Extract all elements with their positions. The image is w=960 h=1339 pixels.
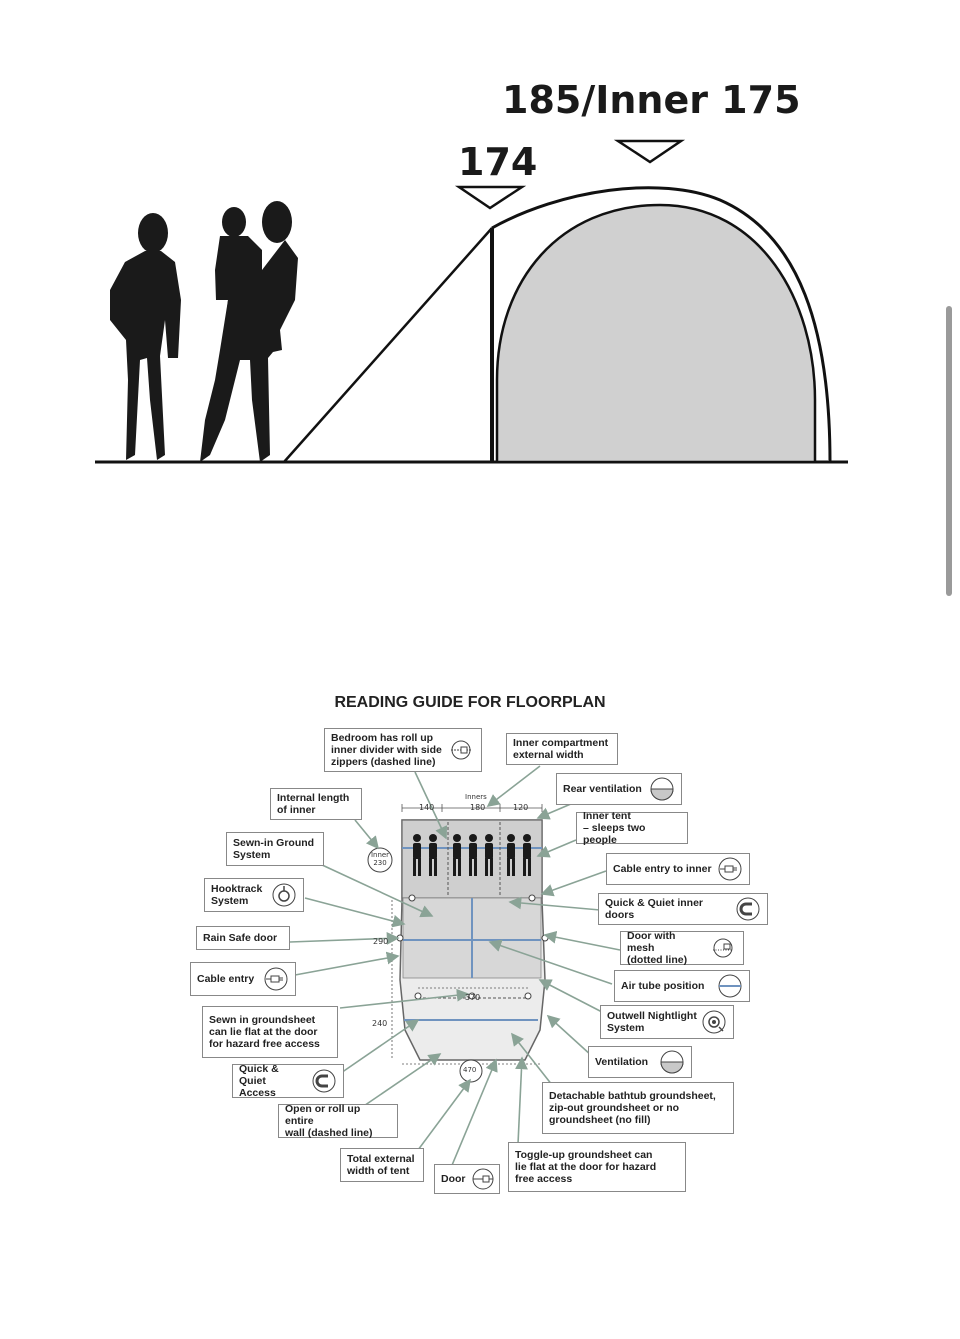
magnet-icon <box>312 1069 336 1093</box>
scrollbar[interactable] <box>946 306 952 596</box>
callout-quiet-inner-doors: Quick & Quiet inner doors <box>598 893 768 925</box>
callout-bathtub-groundsheet: Detachable bathtub groundsheet, zip-out … <box>542 1082 734 1134</box>
callout-text: Detachable bathtub groundsheet, zip-out … <box>549 1090 716 1126</box>
callout-ventilation: Ventilation <box>588 1046 692 1078</box>
air-tube-icon <box>718 974 742 998</box>
callout-inner-width: Inner compartment external width <box>506 733 618 765</box>
dim-length-porch: 240 <box>372 1019 388 1028</box>
callout-sewn-in-ground: Sewn-in Ground System <box>226 832 324 866</box>
dim-inner-length: Inner 230 <box>370 851 390 867</box>
callout-roll-up-wall: Open or roll up entire wall (dashed line… <box>278 1103 398 1139</box>
callout-total-width: Total external width of tent <box>340 1148 424 1182</box>
dim-center-width: 180 <box>470 803 486 812</box>
callout-text: Inner compartment external width <box>513 737 609 761</box>
vent-icon <box>650 777 674 801</box>
dim-inners-label: Inners <box>465 793 487 801</box>
callout-text: Ventilation <box>595 1056 649 1068</box>
nightlight-icon <box>702 1010 726 1034</box>
callout-text: Rain Safe door <box>203 932 278 944</box>
callout-roll-up-divider: Bedroom has roll up inner divider with s… <box>324 728 482 772</box>
dim-left-width: 140 <box>419 803 435 812</box>
callout-hooktrack: Hooktrack System <box>204 878 304 912</box>
callout-internal-length: Internal length of inner <box>270 788 362 820</box>
dim-width-370: 370 <box>465 993 481 1002</box>
callout-text: Door <box>441 1173 466 1185</box>
side-view-diagram <box>95 139 848 464</box>
vent-icon <box>660 1050 684 1074</box>
magnet-icon <box>736 897 760 921</box>
callout-text: Outwell Nightlight System <box>607 1010 697 1034</box>
callout-text: Door with mesh (dotted line) <box>627 930 688 966</box>
callout-inner-tent: Inner tent – sleeps two people <box>576 810 688 846</box>
tent-front-slope <box>283 227 493 463</box>
dim-right-width: 120 <box>513 803 529 812</box>
callout-text: Total external width of tent <box>347 1153 415 1177</box>
dim-total-width: 470 <box>463 1066 477 1074</box>
person-silhouette-adult-child <box>200 201 298 462</box>
callout-air-tube: Air tube position <box>614 970 750 1002</box>
callout-rear-ventilation: Rear ventilation <box>556 773 682 805</box>
callout-text: Toggle-up groundsheet can lie flat at th… <box>515 1149 657 1185</box>
dim-length-front: 290 <box>373 937 389 946</box>
callout-cable-entry-inner: Cable entry to inner <box>606 853 750 885</box>
zipper-icon <box>451 740 471 760</box>
callout-text: Hooktrack System <box>211 883 263 907</box>
callout-text: Cable entry <box>197 973 255 985</box>
front-height-marker <box>454 185 527 210</box>
callout-door-mesh: Door with mesh (dotted line) <box>620 930 744 966</box>
callout-door: Door <box>434 1164 500 1194</box>
callout-text: Bedroom has roll up inner divider with s… <box>331 732 442 768</box>
plug-icon <box>718 857 742 881</box>
callout-text: Air tube position <box>621 980 705 992</box>
callout-text: Sewn in groundsheet can lie flat at the … <box>209 1014 320 1050</box>
inner-tent <box>495 203 817 464</box>
callout-text: Internal length of inner <box>277 792 350 816</box>
hook-icon <box>272 883 296 907</box>
callout-sewn-groundsheet-flat: Sewn in groundsheet can lie flat at the … <box>202 1006 338 1058</box>
total-width-circle <box>459 1059 483 1083</box>
plug-icon <box>264 967 288 991</box>
callout-text: Inner tent – sleeps two people <box>583 810 646 846</box>
center-height-label: 185/Inner 175 <box>502 78 801 122</box>
callout-text: Quick & Quiet inner doors <box>605 897 704 921</box>
inner-length-circle <box>367 847 393 873</box>
front-height-label: 174 <box>458 140 538 184</box>
person-silhouette-woman <box>110 213 181 460</box>
callout-rain-safe-door: Rain Safe door <box>196 926 290 950</box>
callout-text: Open or roll up entire wall (dashed line… <box>285 1103 373 1139</box>
callout-toggle-groundsheet: Toggle-up groundsheet can lie flat at th… <box>508 1142 686 1192</box>
floorplan-title: READING GUIDE FOR FLOORPLAN <box>334 694 606 711</box>
center-height-marker <box>613 139 686 164</box>
callout-cable-entry: Cable entry <box>190 962 296 996</box>
callout-text: Cable entry to inner <box>613 863 712 875</box>
mesh-door-icon <box>713 938 733 958</box>
sleeping-people-icons <box>413 834 531 876</box>
door-zipper-icon <box>472 1168 493 1190</box>
callout-text: Rear ventilation <box>563 783 642 795</box>
callout-text: Sewn-in Ground System <box>233 837 315 861</box>
callout-text: Quick & Quiet Access <box>239 1063 279 1099</box>
callout-quiet-access: Quick & Quiet Access <box>232 1063 344 1099</box>
callout-nightlight: Outwell Nightlight System <box>600 1005 734 1039</box>
